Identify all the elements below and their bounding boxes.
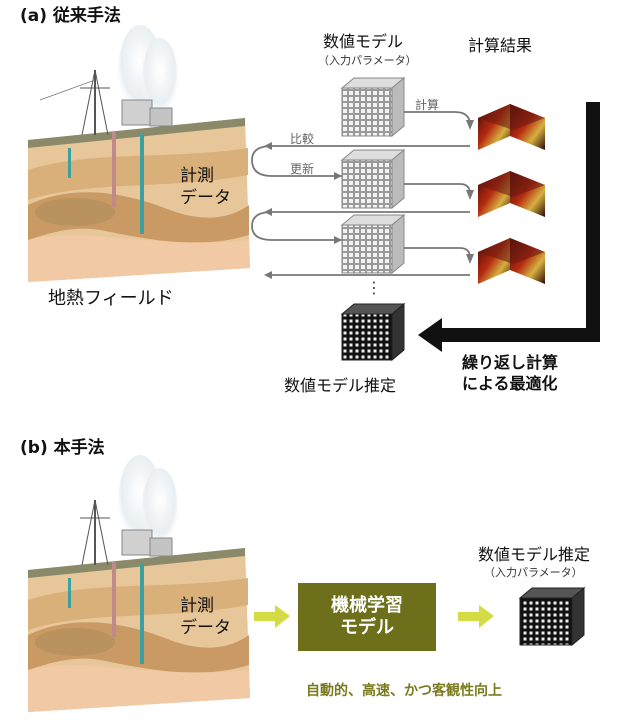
ml-model-box: 機械学習 モデル bbox=[298, 583, 436, 651]
measured-label-b-2: データ bbox=[180, 618, 231, 638]
result-block-3 bbox=[478, 238, 545, 284]
geothermal-field-a bbox=[28, 25, 250, 282]
loop-label-1: 繰り返し計算 bbox=[462, 353, 559, 372]
model-cube-1 bbox=[340, 76, 406, 138]
model-subtitle: （入力パラメータ） bbox=[318, 54, 417, 67]
estimated-subtitle-b: （入力パラメータ） bbox=[484, 566, 583, 579]
estimated-title-b: 数値モデル推定 bbox=[478, 545, 591, 564]
green-arrow-1 bbox=[254, 605, 290, 628]
geothermal-field-b bbox=[28, 455, 250, 712]
geothermal-field-label: 地熱フィールド bbox=[48, 288, 174, 309]
measured-label-b-1: 計測 bbox=[180, 596, 214, 616]
model-cube-2 bbox=[340, 148, 406, 210]
calc-label: 計算 bbox=[415, 98, 440, 112]
ellipsis: ⋮ bbox=[366, 278, 382, 297]
benefit-text: 自動的、高速、かつ客観性向上 bbox=[306, 683, 502, 699]
estimated-model-cube-a bbox=[340, 302, 406, 362]
compare-label: 比較 bbox=[290, 132, 315, 146]
update-label: 更新 bbox=[290, 162, 315, 176]
result-block-2 bbox=[478, 171, 545, 217]
ml-model-line2: モデル bbox=[340, 617, 394, 638]
model-title: 数値モデル bbox=[323, 32, 404, 51]
heading-b: (b) 本手法 bbox=[20, 438, 105, 458]
model-cube-3 bbox=[340, 213, 406, 275]
measured-label-a-2: データ bbox=[180, 188, 231, 208]
optimization-loop-arrow bbox=[418, 102, 600, 352]
measured-label-a-1: 計測 bbox=[180, 166, 214, 186]
result-block-1 bbox=[478, 104, 545, 150]
result-title: 計算結果 bbox=[468, 36, 533, 55]
estimated-model-cube-b bbox=[518, 586, 586, 647]
estimated-model-label-a: 数値モデル推定 bbox=[284, 376, 397, 395]
iteration-arrows bbox=[251, 111, 474, 279]
ml-model-line1: 機械学習 bbox=[331, 595, 403, 617]
heading-a: (a) 従来手法 bbox=[20, 6, 121, 26]
green-arrow-2 bbox=[458, 605, 494, 628]
loop-label-2: による最適化 bbox=[462, 374, 558, 393]
